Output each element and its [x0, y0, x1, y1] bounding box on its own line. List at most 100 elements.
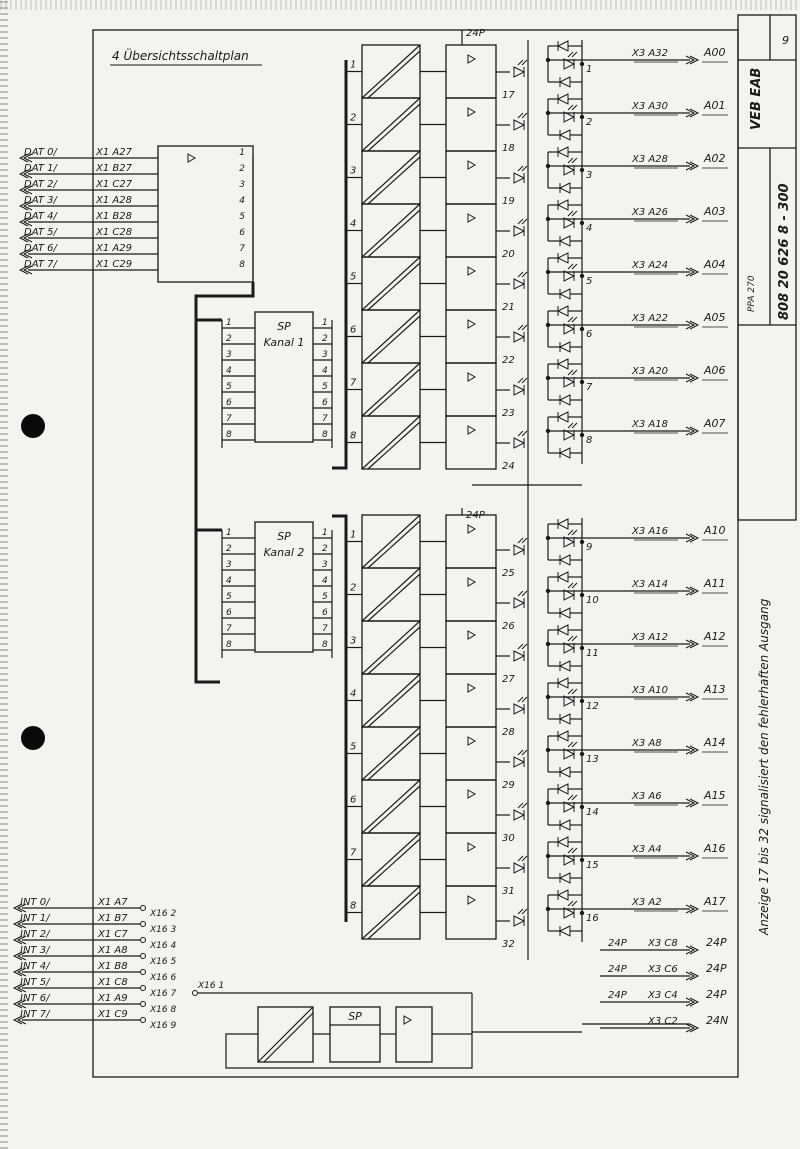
driver-block [445, 203, 497, 258]
output-pin-label: X3 A10 [631, 685, 668, 696]
sp-pin-number: 3 [226, 560, 232, 570]
sp-pin-number: 6 [322, 608, 328, 618]
output-connector-arrow [685, 692, 700, 702]
output-signal-label: A17 [703, 895, 726, 908]
output-pin-label: X3 A8 [631, 738, 662, 749]
driver-amplifier-icon [467, 266, 477, 276]
dat-pin-label: X1 B28 [95, 211, 132, 222]
output-connector-arrow [685, 639, 700, 649]
upper-diode [556, 677, 569, 689]
output-connector-arrow [685, 904, 700, 914]
lower-diode [558, 872, 571, 884]
output-signal-label: A04 [703, 258, 726, 271]
driver-amplifier-icon [467, 524, 477, 534]
sp-pin-number: 4 [226, 576, 232, 586]
stack-channel-number: 6 [350, 795, 356, 806]
int-pin-label: X1 C8 [97, 977, 128, 988]
led-number: 30 [502, 833, 515, 844]
driver-block [445, 150, 497, 205]
driver-block [445, 779, 497, 834]
lower-diode [558, 819, 571, 831]
upper-diode [556, 571, 569, 583]
lower-diode [558, 554, 571, 566]
diagonal [361, 779, 421, 834]
stack-channel-number: 3 [350, 166, 356, 177]
driver-block [445, 309, 497, 364]
upper-diode [556, 624, 569, 636]
dat-pin-label: X1 A27 [95, 147, 133, 158]
driver-amplifier-icon [467, 577, 477, 587]
led-number: 20 [502, 249, 515, 260]
sp-pin-number: 4 [322, 366, 328, 376]
output-pin-label: X3 A14 [631, 579, 668, 590]
connector-arrow [18, 169, 33, 179]
channel-number: 16 [586, 913, 599, 924]
channel-number: 13 [586, 754, 599, 765]
lower-diode [558, 713, 571, 725]
output-connector-arrow [685, 161, 700, 171]
sp-block-label: SP [277, 530, 291, 543]
driver-amplifier-icon [467, 425, 477, 435]
stack-channel-number: 7 [350, 378, 357, 389]
sp-pin-number: 2 [226, 544, 232, 554]
indicator-led [513, 377, 528, 396]
sp-block [254, 311, 314, 443]
output-pin-label: X3 A2 [631, 897, 662, 908]
upper-diode [556, 518, 569, 530]
upper-diode [556, 199, 569, 211]
indicator-led [513, 218, 528, 237]
title-block [737, 14, 797, 521]
indicator-led [513, 643, 528, 662]
sp-pin-number: 7 [322, 414, 328, 424]
diagonal [361, 620, 421, 675]
diagonal [361, 150, 421, 205]
int-input-label: INT 2/ [20, 929, 51, 940]
company-name: VEB EAB [749, 68, 764, 130]
int-input-label: INT 6/ [20, 993, 51, 1004]
diagonal [361, 415, 421, 470]
diagonal [361, 726, 421, 781]
output-signal-label: A06 [703, 364, 726, 377]
jumper-terminal [140, 921, 146, 927]
sp-pin-number: 6 [322, 398, 328, 408]
drawing-title: 4 Übersichtsschaltplan [112, 47, 249, 63]
diagonal [367, 421, 421, 470]
channel-number: 4 [586, 223, 592, 234]
diagonal [367, 209, 421, 258]
power-connector-arrow [685, 1023, 700, 1033]
led-number: 28 [502, 727, 515, 738]
indicator-led [513, 59, 528, 78]
int-input-label: INT 7/ [20, 1009, 51, 1020]
status-led [563, 741, 578, 760]
stack-channel-number: 5 [350, 742, 356, 753]
dat-input-label: DAT 3/ [24, 195, 58, 206]
driver-block [445, 415, 497, 470]
sp-pin-number: 7 [226, 624, 232, 634]
driver-amplifier-icon [467, 54, 477, 64]
sp-pin-number: 2 [322, 544, 328, 554]
channel-number: 12 [586, 701, 599, 712]
scan-noise [0, 0, 800, 10]
stack-channel-number: 8 [350, 901, 356, 912]
output-pin-label: X3 A6 [631, 791, 662, 802]
diagonal [361, 673, 421, 728]
connector-arrow [12, 919, 27, 929]
sp-pin-number: 6 [226, 608, 232, 618]
led-number: 21 [502, 302, 515, 313]
status-led [563, 900, 578, 919]
diagonal [361, 885, 421, 940]
diagonal [361, 256, 421, 311]
status-led [563, 847, 578, 866]
output-signal-label: A12 [703, 630, 726, 643]
driver-amplifier-icon [467, 842, 477, 852]
status-led [563, 422, 578, 441]
jumper-label: X16 9 [149, 1021, 176, 1031]
stack-channel-number: 8 [350, 431, 356, 442]
buffer-pin-number: 5 [239, 212, 245, 222]
indicator-led [513, 749, 528, 768]
drawing-number: 808 20 626 8 - 300 [777, 183, 792, 320]
output-signal-label: A02 [703, 152, 726, 165]
data-bus [194, 282, 255, 684]
buffer-pin-number: 2 [239, 164, 245, 174]
